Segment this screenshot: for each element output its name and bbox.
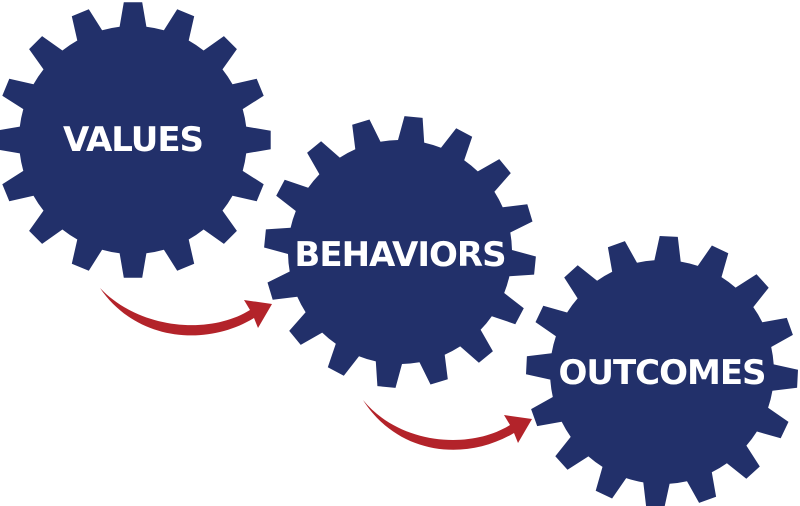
arrow-behaviors-to-outcomes — [363, 400, 532, 450]
gear-label-outcomes: OUTCOMES — [558, 353, 765, 393]
gear-values — [0, 2, 271, 278]
gear-outcomes — [526, 236, 798, 506]
gear-label-behaviors: BEHAVIORS — [294, 235, 505, 275]
arrow-values-to-behaviors — [100, 288, 272, 336]
gear-behaviors — [264, 116, 536, 388]
gear-label-values: VALUES — [63, 120, 203, 160]
